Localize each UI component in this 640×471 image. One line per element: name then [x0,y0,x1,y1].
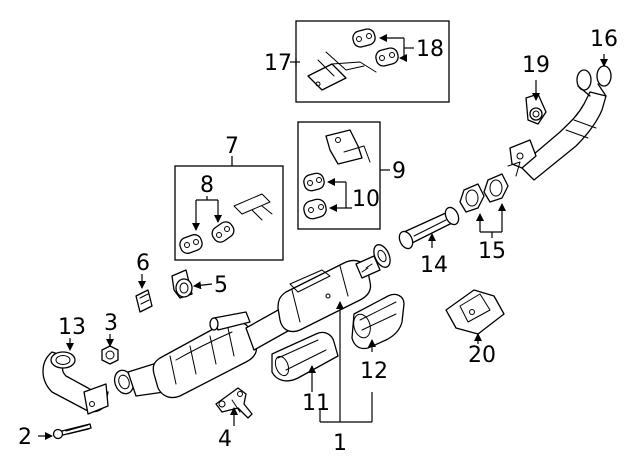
insulator-8-right-part[interactable] [209,219,236,245]
callout-8: 8 [200,173,214,198]
leader-lines [38,34,608,440]
box-group-7-8 [174,165,284,261]
insulator-10-upper-part[interactable] [302,172,325,193]
callout-1: 1 [333,431,347,456]
callout-4: 4 [218,427,232,452]
callout-5: 5 [214,273,228,298]
hanger-rod-7-part[interactable] [233,193,273,221]
callout-10: 10 [352,187,380,212]
front-exhaust-pipe-part[interactable] [42,351,109,415]
tail-pipe-part[interactable] [507,65,612,181]
callout-6: 6 [136,251,150,276]
callout-12: 12 [360,359,388,384]
bolt-part[interactable] [52,423,92,440]
insulator-10-lower-part[interactable] [302,197,328,220]
callout-17: 17 [264,51,292,76]
exhaust-isolator-part[interactable] [171,269,193,299]
heat-shield-12-part[interactable] [351,293,405,350]
callout-16: 16 [590,27,618,52]
nut-part[interactable] [101,345,119,365]
callout-3: 3 [104,311,118,336]
insulator-18-lower-part[interactable] [374,46,399,67]
hanger-bracket-part[interactable] [215,387,253,419]
insulator-18-upper-part[interactable] [351,27,376,48]
floor-heat-shield-part[interactable] [445,289,505,335]
callout-15: 15 [478,239,506,264]
callout-9: 9 [392,159,406,184]
heat-shield-11-part[interactable] [271,331,339,382]
callout-7: 7 [225,134,239,159]
insulator-8-left-part[interactable] [178,233,204,256]
callout-14: 14 [420,253,448,278]
hanger-bracket-17-part[interactable] [307,51,377,91]
converter-and-pipe-assembly-part[interactable] [111,242,393,399]
callout-18: 18 [416,37,444,62]
gasket-pair-part[interactable] [459,173,509,213]
callout-19: 19 [522,53,550,78]
intermediate-pipe-part[interactable] [397,205,461,250]
callout-labels: 1 2 3 4 5 6 7 8 9 10 11 12 13 14 15 16 1… [18,27,618,456]
exhaust-bracket-part[interactable] [135,289,153,313]
callout-20: 20 [468,343,496,368]
hanger-bracket-9-part[interactable] [325,129,371,165]
callout-2: 2 [18,425,32,450]
box-group-9-10 [297,121,381,230]
callout-11: 11 [302,391,330,416]
callout-13: 13 [58,315,86,340]
